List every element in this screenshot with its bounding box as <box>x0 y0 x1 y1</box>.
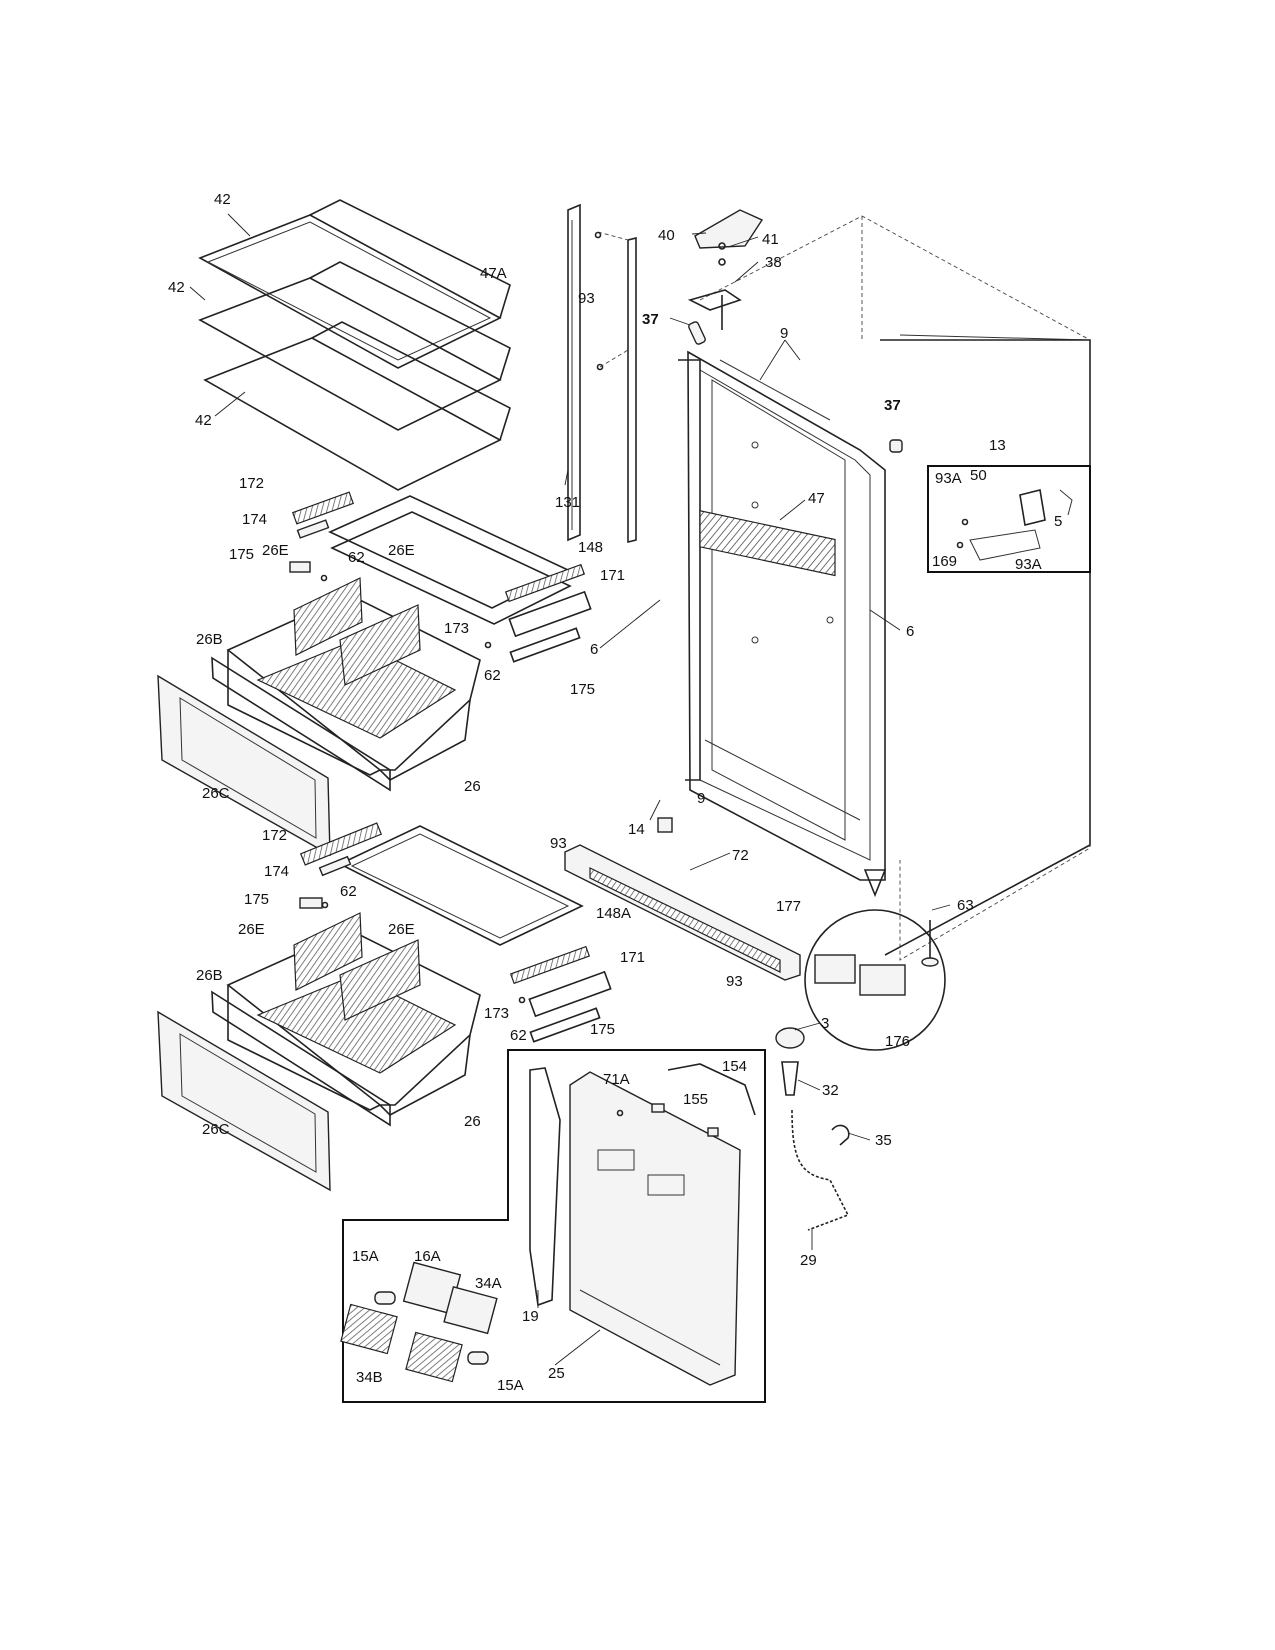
label-clip-155: 155 <box>683 1091 708 1108</box>
label-part-5: 5 <box>1054 513 1062 530</box>
drain-parts <box>775 1027 850 1231</box>
label-divider-26e-c: 26E <box>238 921 265 938</box>
label-bracket-174-bottom: 174 <box>264 863 289 880</box>
label-panel-25: 25 <box>548 1365 565 1382</box>
label-hinge-cover-40: 40 <box>658 227 675 244</box>
label-tube-29: 29 <box>800 1252 817 1269</box>
label-screw-62-top: 62 <box>348 549 365 566</box>
label-clip-35: 35 <box>875 1132 892 1149</box>
label-part-13: 13 <box>989 437 1006 454</box>
label-gasket-9-bottom: 9 <box>697 790 705 807</box>
label-part-50: 50 <box>970 467 987 484</box>
cabinet <box>564 209 1091 1051</box>
label-housing-34a: 34A <box>475 1275 502 1292</box>
label-part-169: 169 <box>932 553 957 570</box>
light-panel-inset <box>340 1049 766 1403</box>
label-shelf-low: 42 <box>195 412 212 429</box>
lower-crisper-set <box>157 822 612 1192</box>
label-panel-71a: 71A <box>603 1071 630 1088</box>
label-grille-72: 72 <box>732 847 749 864</box>
label-bushing-37-right: 37 <box>884 397 901 414</box>
label-drawer-26-bottom: 26 <box>464 1113 481 1130</box>
glass-shelves <box>198 199 511 491</box>
label-bracket-171-bottom: 171 <box>620 949 645 966</box>
label-front-26c-bottom: 26C <box>202 1121 230 1138</box>
label-channel-19: 19 <box>522 1308 539 1325</box>
label-drawer-26b-top: 26B <box>196 631 223 648</box>
label-part-176: 176 <box>885 1033 910 1050</box>
label-rail-131: 131 <box>555 494 580 511</box>
label-screw-93-grille: 93 <box>550 835 567 852</box>
shelf-rails <box>567 203 637 544</box>
label-part-93a-top: 93A <box>935 470 962 487</box>
upper-crisper-set <box>157 491 592 857</box>
label-shelf-148: 148 <box>578 539 603 556</box>
label-screw-62-top2: 62 <box>484 667 501 684</box>
label-divider-26e-b: 26E <box>388 542 415 559</box>
label-divider-26e-a: 26E <box>262 542 289 559</box>
label-cap-3: 3 <box>821 1015 829 1032</box>
leader-lines <box>189 213 951 1366</box>
label-screw-93-grille2: 93 <box>726 973 743 990</box>
callout-labels: 42 42 42 131 93 40 41 38 37 37 9 9 6 6 4… <box>168 191 1062 1394</box>
label-gasket-9-top: 9 <box>780 325 788 342</box>
label-hinge-38: 38 <box>765 254 782 271</box>
label-vent-47: 47 <box>808 490 825 507</box>
label-bracket-173-bottom: 173 <box>484 1005 509 1022</box>
label-drawer-26-top: 26 <box>464 778 481 795</box>
label-bracket-175-top2: 175 <box>570 681 595 698</box>
label-gasket-6-left: 6 <box>590 641 598 658</box>
label-divider-26e-d: 26E <box>388 921 415 938</box>
label-screw-62-bottom2: 62 <box>510 1027 527 1044</box>
label-bracket-175-bottom: 175 <box>244 891 269 908</box>
label-drain-32: 32 <box>822 1082 839 1099</box>
label-socket-16a: 16A <box>414 1248 441 1265</box>
label-part-14: 14 <box>628 821 645 838</box>
label-part-177: 177 <box>776 898 801 915</box>
label-drawer-26b-bottom: 26B <box>196 967 223 984</box>
label-screw-93-rail: 93 <box>578 290 595 307</box>
label-lamp-15a-bottom: 15A <box>497 1377 524 1394</box>
label-shelf-mid: 42 <box>168 279 185 296</box>
label-bracket-175-bottom2: 175 <box>590 1021 615 1038</box>
label-wire-154: 154 <box>722 1058 747 1075</box>
label-cover-47a: 47A <box>480 265 507 282</box>
label-shelf-148a: 148A <box>596 905 631 922</box>
label-bracket-175-top: 175 <box>229 546 254 563</box>
label-bracket-172-bottom: 172 <box>262 827 287 844</box>
label-screw-62-bottom: 62 <box>340 883 357 900</box>
label-bushing-37-left: 37 <box>642 311 659 328</box>
label-bracket-173-top: 173 <box>444 620 469 637</box>
label-shelf-top: 42 <box>214 191 231 208</box>
label-bracket-171-top: 171 <box>600 567 625 584</box>
label-front-26c-top: 26C <box>202 785 230 802</box>
label-bracket-172-top: 172 <box>239 475 264 492</box>
label-lamp-15a-top: 15A <box>352 1248 379 1265</box>
label-lens-34b: 34B <box>356 1369 383 1386</box>
label-screws-41: 41 <box>762 231 779 248</box>
label-foot-63: 63 <box>957 897 974 914</box>
label-bracket-174-top: 174 <box>242 511 267 528</box>
label-part-93a-bottom: 93A <box>1015 556 1042 573</box>
label-gasket-6-right: 6 <box>906 623 914 640</box>
